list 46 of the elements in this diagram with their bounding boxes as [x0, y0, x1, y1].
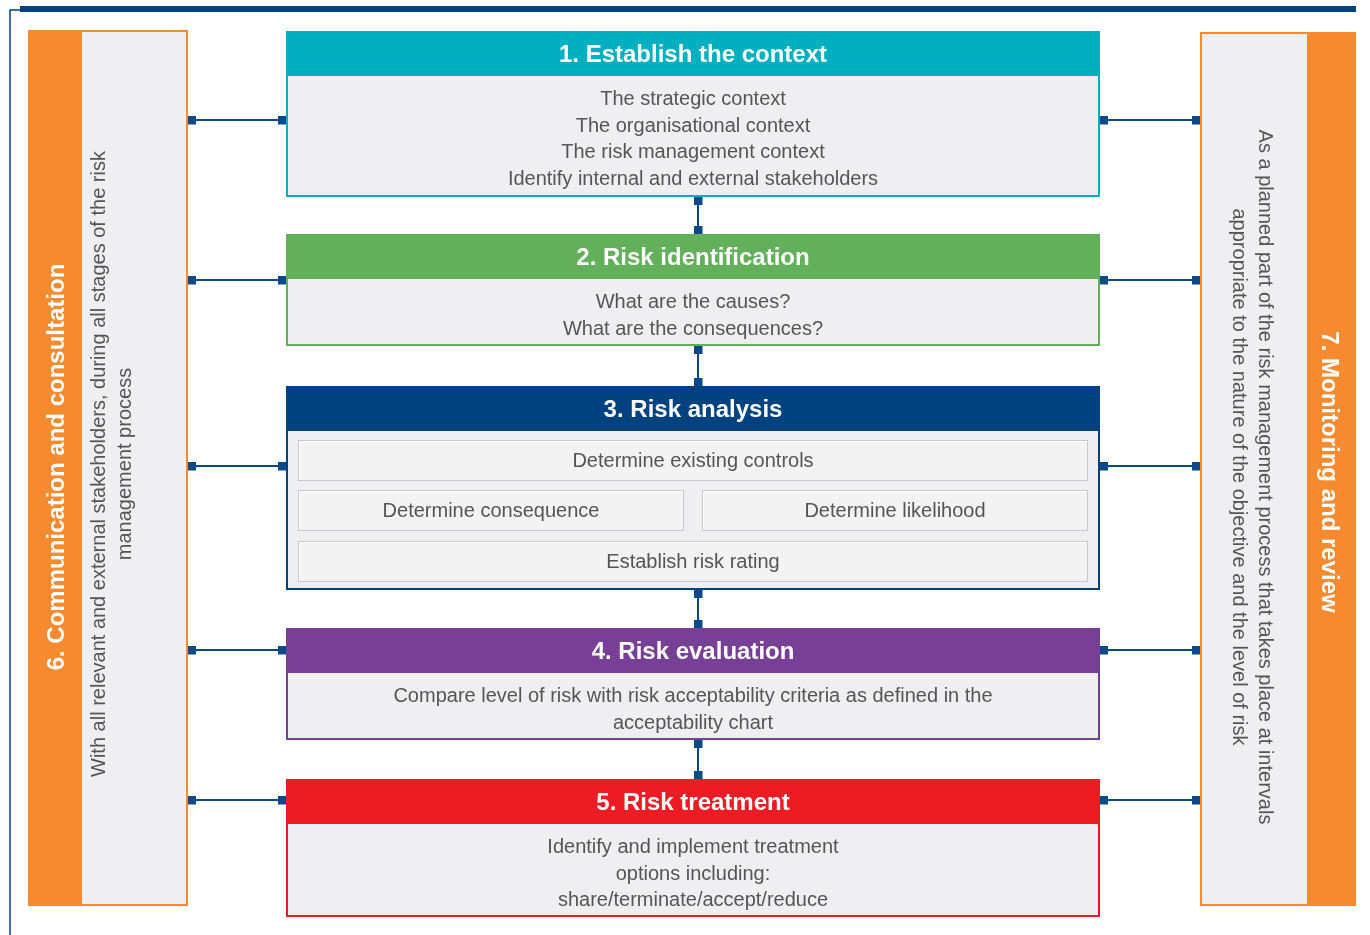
- stage-text: The risk management context: [561, 139, 825, 164]
- panel-text: As a planned part of the risk management process that takes place at intervals appropriate to the nature of the objective and the level of risk: [1228, 128, 1278, 827]
- panel-title: 7. Monitoring and review: [1316, 330, 1345, 615]
- connector: [693, 196, 703, 235]
- stage-text: What are the consequences?: [562, 315, 824, 341]
- stage-text: The organisational context: [575, 112, 811, 138]
- step-text: Determine likelihood: [804, 499, 986, 522]
- stage-text: Identify and implement treatment options including: share/terminate/accept/reduce: [546, 834, 840, 912]
- connector: [1099, 461, 1201, 471]
- stage-header: 5. Risk treatment: [286, 779, 1100, 824]
- step-box: [298, 541, 1088, 582]
- stage-box: [286, 386, 1100, 590]
- connector: [187, 461, 287, 471]
- stage-box: [286, 234, 1100, 346]
- connector: [187, 115, 287, 125]
- connector: [693, 345, 703, 387]
- stage-header: 3. Risk analysis: [286, 386, 1100, 431]
- step-box: [298, 490, 684, 531]
- connector: [1099, 795, 1201, 805]
- stage-header: 4. Risk evaluation: [286, 628, 1100, 673]
- side-panel: [28, 30, 188, 906]
- stage-header: 1. Establish the context: [286, 31, 1100, 76]
- step-box: [298, 440, 1088, 481]
- connector: [187, 645, 287, 655]
- stage-box: [286, 779, 1100, 917]
- step-box: [702, 490, 1088, 531]
- connector: [187, 275, 287, 285]
- stage-text: The strategic context: [600, 86, 786, 111]
- connector: [187, 795, 287, 805]
- stage-text: What are the causes?: [595, 289, 791, 314]
- step-text: Establish risk rating: [606, 550, 780, 573]
- panel-title: 6. Communication and consultation: [41, 262, 70, 673]
- step-text: Determine consequence: [382, 499, 600, 522]
- panel-text: With all relevant and external stakeholders, during all stages of the risk management process: [86, 150, 136, 779]
- stage-box: [286, 31, 1100, 197]
- connector: [1099, 275, 1201, 285]
- stage-box: [286, 628, 1100, 740]
- connector: [1099, 645, 1201, 655]
- connector: [1099, 115, 1201, 125]
- connector: [693, 739, 703, 780]
- stage-text: Identify internal and external stakeholders: [507, 165, 879, 191]
- stage-text: Compare level of risk with risk acceptability criteria as defined in the acceptability chart: [392, 683, 994, 735]
- step-text: Determine existing controls: [572, 449, 814, 472]
- connector: [693, 589, 703, 629]
- stage-header: 2. Risk identification: [286, 234, 1100, 279]
- side-panel: [1200, 32, 1356, 906]
